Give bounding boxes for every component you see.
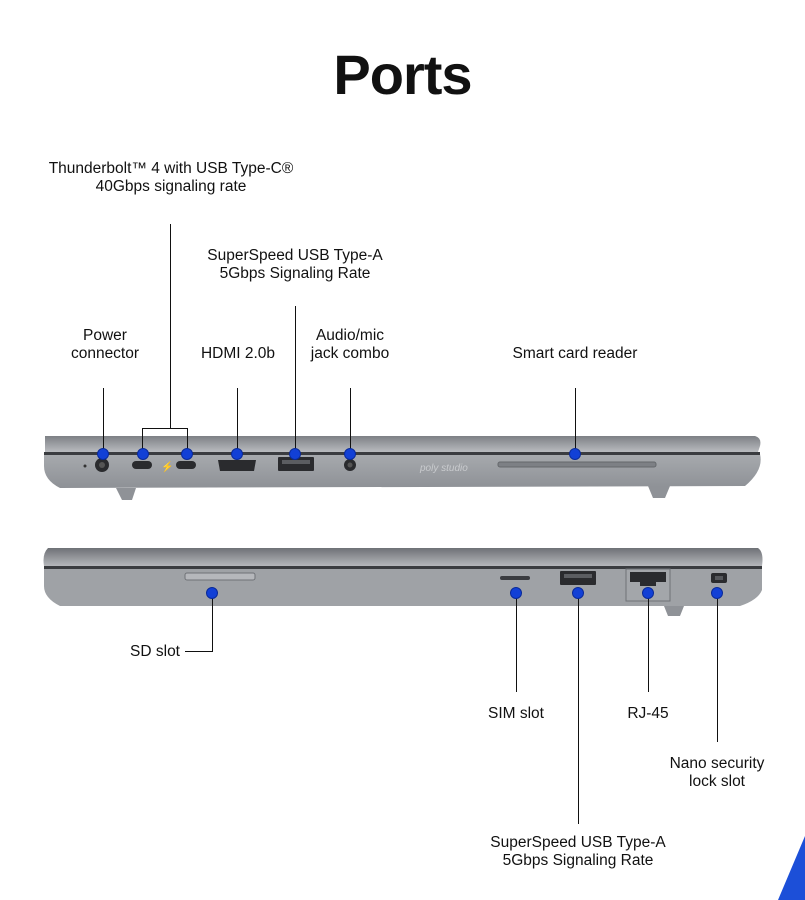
nano-lock-label: Nano security lock slot [669, 755, 765, 790]
page-title: Ports [333, 43, 472, 106]
usb-c-port-2 [176, 461, 196, 469]
audio-label: Audio/mic jack combo [310, 327, 390, 362]
usb-a-bottom-label: SuperSpeed USB Type-A 5Gbps Signaling Ra… [490, 834, 666, 869]
power-marker [97, 448, 109, 460]
usb-a-top-label: SuperSpeed USB Type-A 5Gbps Signaling Ra… [207, 247, 383, 282]
thunderbolt-bracket-right [187, 428, 188, 454]
thunderbolt-bracket [142, 428, 188, 429]
laptop-left-side: ⚡ poly studio [44, 436, 761, 500]
usb-c-1-marker [137, 448, 149, 460]
thunderbolt-leader [170, 224, 171, 429]
power-leader [103, 388, 104, 454]
sd-marker [206, 587, 218, 599]
sim-label: SIM slot [488, 705, 544, 722]
hdmi-port [218, 460, 256, 471]
audio-leader [350, 388, 351, 454]
hdmi-leader [237, 388, 238, 454]
sd-leader [212, 592, 213, 652]
nano-marker [711, 587, 723, 599]
audio-marker [344, 448, 356, 460]
power-label: Power connector [70, 327, 140, 362]
usb-a-bottom-leader [578, 592, 579, 824]
usb-c-2-marker [181, 448, 193, 460]
rj45-marker [642, 587, 654, 599]
hdmi-marker [231, 448, 243, 460]
hdmi-label: HDMI 2.0b [200, 345, 276, 362]
usb-c-port-1 [132, 461, 152, 469]
thunderbolt-label: Thunderbolt™ 4 with USB Type-C® 40Gbps s… [48, 160, 294, 195]
smart-card-marker [569, 448, 581, 460]
thunderbolt-bracket-left [142, 428, 143, 454]
sd-label: SD slot [130, 643, 180, 660]
smart-card-slot [497, 461, 657, 468]
rj45-leader [648, 592, 649, 692]
laptop-right-side [43, 548, 763, 616]
sim-marker [510, 587, 522, 599]
smart-card-leader [575, 388, 576, 454]
rj45-label: RJ-45 [627, 705, 669, 722]
sd-slot [184, 572, 256, 581]
usb-a-bottom-marker [572, 587, 584, 599]
poly-logo: poly studio [419, 463, 468, 474]
nano-leader [717, 592, 718, 742]
svg-text:⚡: ⚡ [161, 460, 173, 473]
usb-a-top-leader [295, 306, 296, 454]
sim-leader [516, 592, 517, 692]
sim-slot [500, 576, 530, 580]
usb-a-top-marker [289, 448, 301, 460]
smart-card-label: Smart card reader [512, 345, 638, 362]
sd-leader-horizontal [185, 651, 213, 652]
